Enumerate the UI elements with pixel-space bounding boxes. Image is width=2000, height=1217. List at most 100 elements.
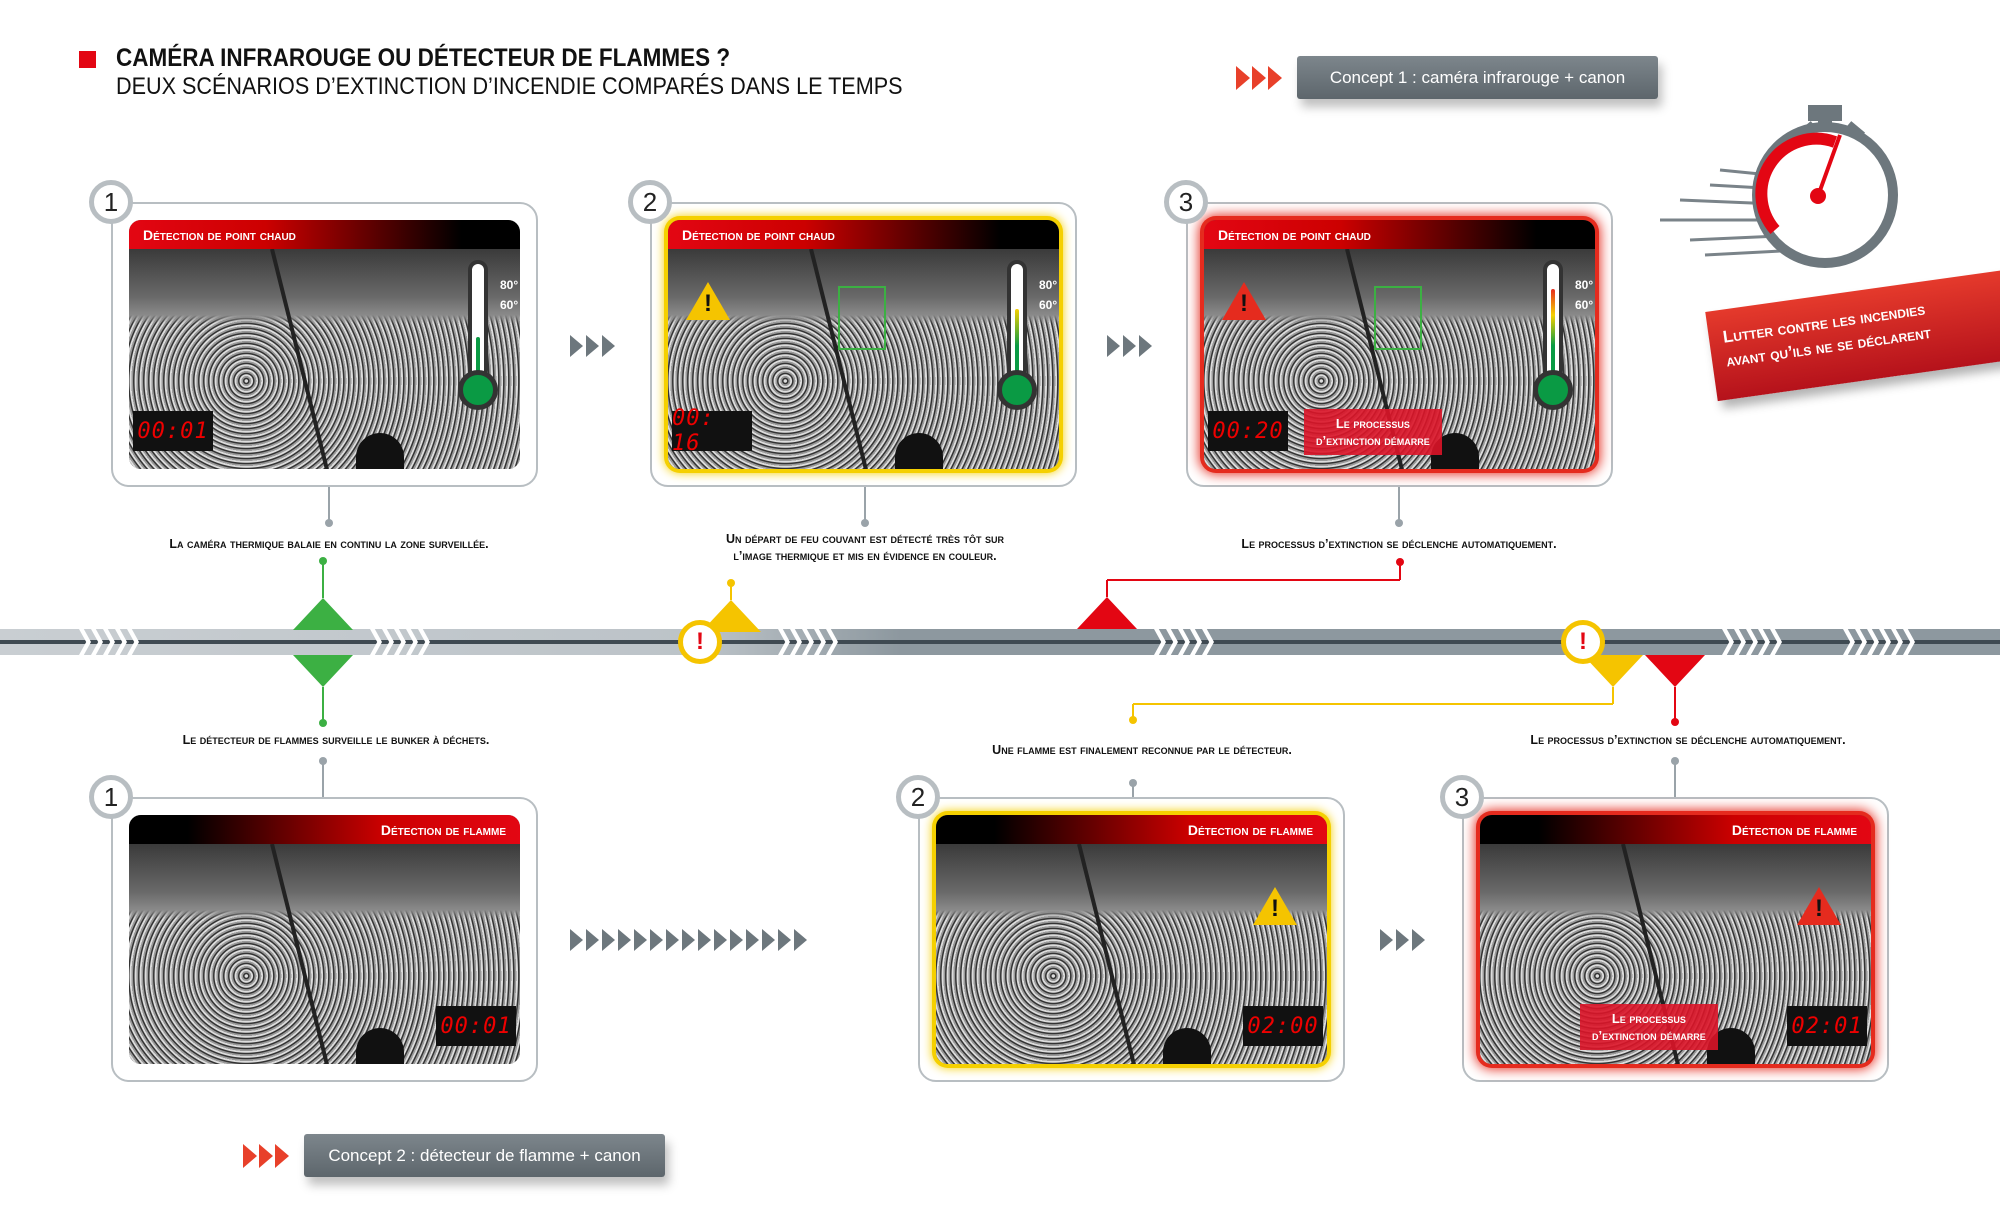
connector-line (1399, 562, 1401, 580)
chevron (1154, 629, 1166, 655)
connector-dot (325, 519, 333, 527)
arrow (586, 929, 599, 951)
arrow (746, 929, 759, 951)
arrow (666, 929, 679, 951)
arrow (1412, 929, 1425, 951)
caption-line: l’image thermique et mis en évidence en … (733, 549, 997, 563)
bottom-card-1: Détection de flamme 00:01 (111, 797, 538, 1082)
caption-line: Une flamme est finalement reconnue par l… (992, 743, 1292, 757)
timeline-chevrons (1843, 629, 1915, 655)
timeline-marker (293, 598, 353, 630)
arrow (1396, 929, 1409, 951)
chevron (1843, 629, 1855, 655)
camera-view: Détection de flamme 00:01 (129, 815, 520, 1064)
connector-line (1132, 704, 1134, 720)
caption-line: Le processus d’extinction se déclenche a… (1530, 733, 1846, 747)
arrow (1380, 929, 1393, 951)
alert-circle-icon: ! (678, 620, 722, 664)
detection-header: Détection de point chaud (668, 220, 1059, 249)
arrow (602, 335, 615, 357)
camera-image (668, 249, 1059, 469)
connector-dot (727, 579, 735, 587)
caption-line: La caméra thermique balaie en continu la… (169, 537, 489, 551)
chevron (1734, 629, 1746, 655)
connector-line (1398, 487, 1400, 523)
thermometer-label: 60° (1575, 298, 1594, 312)
arrow (1139, 335, 1152, 357)
chevron (1903, 629, 1915, 655)
chevron (802, 629, 814, 655)
connector-dot (1129, 716, 1137, 724)
chevron (1722, 629, 1734, 655)
thermometer-icon: 80°60° (458, 260, 518, 410)
thermometer-bulb (997, 370, 1037, 410)
caption-line: Le processus d’extinction se déclenche a… (1241, 537, 1557, 551)
timer-display: 00:20 (1208, 411, 1288, 451)
overlay-line: d’extinction démarre (1592, 1028, 1706, 1043)
overlay-line: Le processus (1335, 416, 1410, 431)
progress-arrows-icon (1107, 335, 1152, 357)
page-title: CAMÉRA INFRAROUGE OU DÉTECTEUR DE FLAMME… (116, 44, 731, 72)
progress-arrows-icon (1380, 929, 1425, 951)
chevron (1166, 629, 1178, 655)
timer-display: 00:01 (133, 411, 213, 451)
timer-display: 00:01 (436, 1006, 516, 1046)
title-marker (79, 51, 96, 68)
chevron (1758, 629, 1770, 655)
step-number: 1 (89, 180, 133, 224)
connector-dot (1396, 558, 1404, 566)
chevron (814, 629, 826, 655)
chevron (790, 629, 802, 655)
chevron (1879, 629, 1891, 655)
chevron (826, 629, 838, 655)
thermometer-bulb (458, 370, 498, 410)
progress-arrows-icon (570, 335, 615, 357)
timeline-marker (1645, 655, 1705, 687)
timeline-chevrons (778, 629, 838, 655)
alert-circle-icon: ! (1561, 620, 1605, 664)
timeline-marker (1077, 597, 1137, 629)
arrow (1123, 335, 1136, 357)
chevron (382, 629, 394, 655)
timer-display: 00: 16 (672, 406, 752, 456)
thermometer-label: 80° (1575, 278, 1594, 292)
chevron (778, 629, 790, 655)
arrow (682, 929, 695, 951)
overlay-line: d’extinction démarre (1316, 433, 1430, 448)
chevron (1202, 629, 1214, 655)
chevron (115, 629, 127, 655)
arrow (650, 929, 663, 951)
connector-line (1132, 783, 1134, 797)
detection-header: Détection de point chaud (1204, 220, 1595, 249)
slogan-banner: Lutter contre les incendies avant qu’ils… (1705, 268, 2000, 402)
overlay-line: Le processus (1611, 1011, 1686, 1026)
step-number: 3 (1440, 775, 1484, 819)
timeline-marker (293, 655, 353, 687)
step-number: 2 (896, 775, 940, 819)
arrow (570, 335, 583, 357)
connector-dot (1395, 519, 1403, 527)
connector-line (328, 487, 330, 523)
chevron (1190, 629, 1202, 655)
chevron (418, 629, 430, 655)
thermometer-label: 80° (500, 278, 519, 292)
arrow (778, 929, 791, 951)
thermometer-fill (1015, 308, 1019, 376)
timeline-axis (0, 640, 2000, 644)
timeline-chevrons (370, 629, 430, 655)
stopwatch-icon (1660, 105, 1898, 268)
arrow (794, 929, 807, 951)
chevron (1867, 629, 1879, 655)
detection-header: Détection de flamme (129, 815, 520, 844)
chevron (370, 629, 382, 655)
connector-line (1674, 687, 1676, 722)
detection-header: Détection de point chaud (129, 220, 520, 249)
arrow (618, 929, 631, 951)
step-number: 3 (1164, 180, 1208, 224)
thermometer-label: 60° (1039, 298, 1058, 312)
